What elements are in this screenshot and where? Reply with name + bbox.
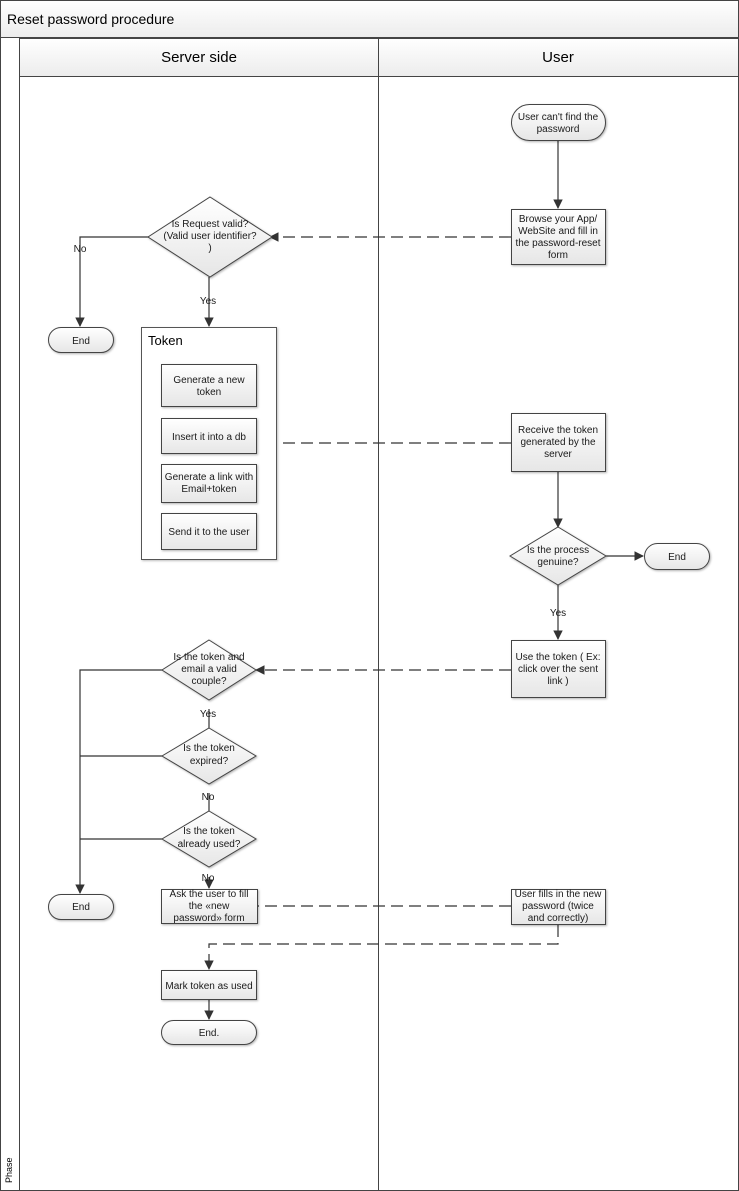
edge-label-yes-3: Yes [200, 709, 216, 720]
process-boxes [161, 209, 606, 1000]
decision-expired [161, 727, 257, 785]
phase-label: Phase [4, 1157, 14, 1183]
edge-label-no-2: No [202, 792, 215, 803]
decision-already-used [161, 810, 257, 868]
token-group-label: Token [148, 333, 183, 348]
edge-labels: No Yes Yes Yes No No [74, 244, 567, 884]
edge-label-no-3: No [202, 873, 215, 884]
lane-header-server: Server side [161, 49, 237, 66]
lane-header-user: User [542, 49, 574, 66]
box-generate-token [161, 364, 257, 407]
decision-request-valid [147, 196, 273, 278]
box-insert-db [161, 418, 257, 454]
decision-diamonds [147, 196, 607, 868]
terminator-end-user [644, 543, 710, 570]
dashed-connectors [204, 232, 559, 970]
edge-label-yes-1: Yes [200, 296, 216, 307]
terminator-end-3 [161, 1020, 257, 1045]
diagram-title: Reset password procedure [7, 11, 175, 27]
label-end-1: End [72, 336, 90, 347]
box-browse [511, 209, 606, 265]
box-ask-new-password [161, 889, 258, 924]
box-mark-used [161, 970, 257, 1000]
edge-valid-no-to-end [75, 236, 149, 327]
box-generate-link [161, 464, 257, 503]
box-receive-token [511, 413, 606, 472]
label-send-user: Send it to the user [168, 527, 250, 538]
terminators [48, 104, 710, 1045]
box-user-fills [511, 889, 606, 925]
edge-fill-to-mark [204, 925, 559, 970]
terminator-end-1 [48, 327, 114, 353]
label-request-valid: Is Request valid?(Valid user identifier?… [163, 219, 257, 254]
terminator-user-start [511, 104, 606, 141]
label-mark-used: Mark token as used [165, 981, 252, 992]
decision-genuine [509, 526, 607, 586]
edge-label-yes-2: Yes [550, 608, 566, 619]
terminator-end-2 [48, 894, 114, 920]
edge-fail-bus [75, 669, 162, 894]
decision-valid-couple [161, 639, 257, 701]
box-use-token [511, 640, 606, 698]
label-insert-db: Insert it into a db [172, 432, 246, 443]
label-end-2: End [72, 902, 90, 913]
label-end-user: End [668, 552, 686, 563]
edge-label-no-1: No [74, 244, 87, 255]
box-send-user [161, 513, 257, 550]
label-end-3: End. [199, 1028, 220, 1039]
